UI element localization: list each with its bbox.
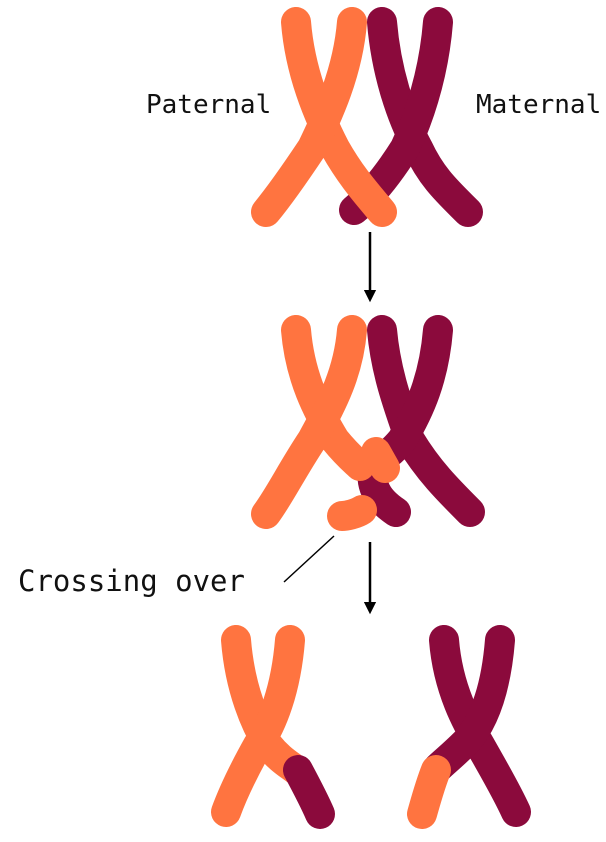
stage-2-paternal-chromosome xyxy=(251,315,377,531)
stage-3-recombined-maternal xyxy=(407,625,531,829)
crossing-over-pointer xyxy=(283,535,335,583)
stage-2-maternal-chromosome xyxy=(357,315,485,527)
stage-3-recombined-paternal xyxy=(211,625,335,829)
maternal-label: Maternal xyxy=(476,90,602,120)
crossing-over-label: Crossing over xyxy=(18,564,245,598)
stage-1-paternal-chromosome xyxy=(251,7,397,227)
stage-2-crossover-segments xyxy=(361,437,400,483)
paternal-label: Paternal xyxy=(146,90,272,120)
